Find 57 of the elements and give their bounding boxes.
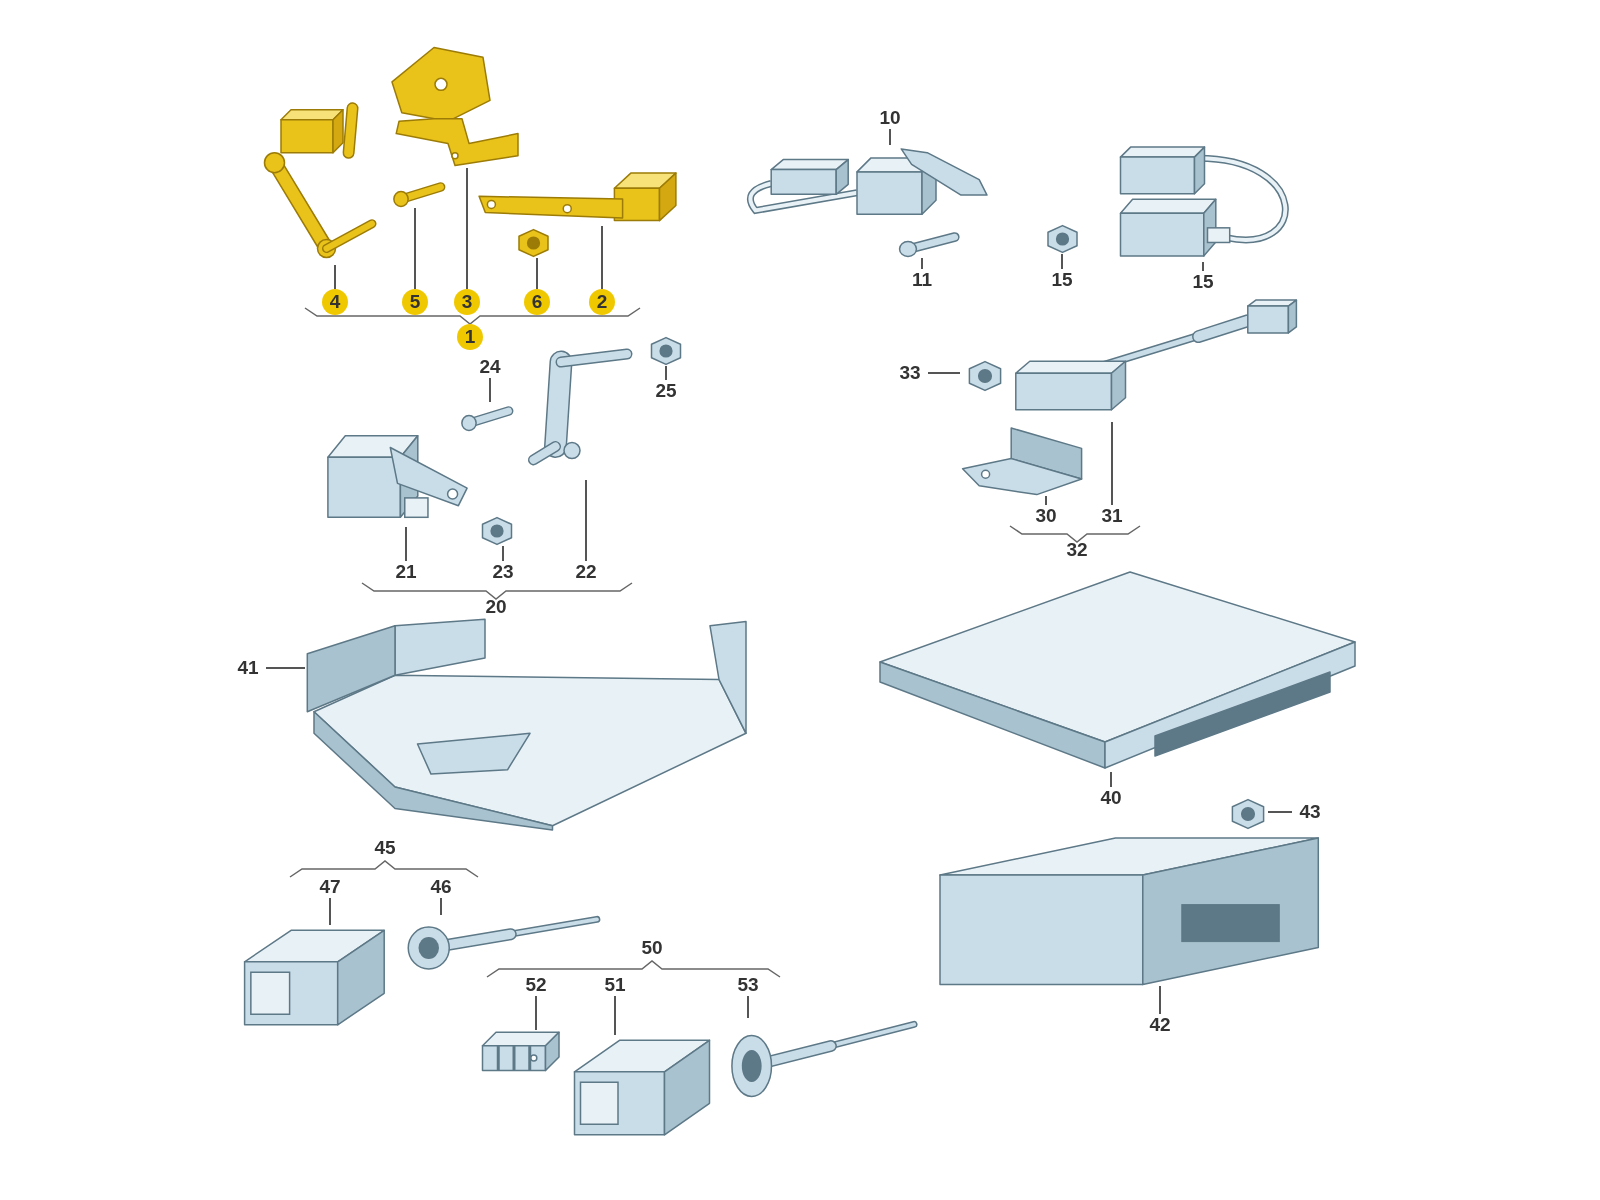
leader-line (921, 257, 923, 270)
leader-line (1045, 495, 1047, 506)
callout-number: 2 (589, 289, 615, 315)
callout-number: 21 (388, 561, 424, 583)
callout-number: 5 (402, 289, 428, 315)
leader-line (1061, 253, 1063, 270)
callout-number: 46 (423, 876, 459, 898)
leader-line (265, 667, 306, 669)
leader-line (889, 128, 891, 146)
callout-number: 22 (568, 561, 604, 583)
callout-number: 40 (1093, 787, 1129, 809)
callout-number: 30 (1028, 505, 1064, 527)
callout-number: 52 (518, 974, 554, 996)
callout-number: 10 (872, 107, 908, 129)
leader-line (1202, 261, 1204, 272)
callout-number: 53 (730, 974, 766, 996)
callout-number: 32 (1065, 539, 1089, 561)
callout-number: 4 (322, 289, 348, 315)
leader-line (502, 545, 504, 562)
leader-line (329, 897, 331, 926)
leader-line (466, 167, 468, 290)
callout-number: 15 (1185, 271, 1221, 293)
leader-line (585, 479, 587, 562)
leader-line (489, 377, 491, 403)
leader-line (614, 995, 616, 1036)
leader-line (665, 365, 667, 381)
callout-number: 43 (1292, 801, 1328, 823)
callout-number: 23 (485, 561, 521, 583)
leader-line (1267, 811, 1293, 813)
callout-number: 45 (373, 837, 397, 859)
leader-line (334, 264, 336, 290)
callout-number: 50 (640, 937, 664, 959)
callout-number: 3 (454, 289, 480, 315)
callout-number: 15 (1044, 269, 1080, 291)
callout-number: 11 (904, 269, 940, 291)
leader-line (440, 897, 442, 916)
callout-number: 6 (524, 289, 550, 315)
callout-number: 31 (1094, 505, 1130, 527)
leader-line (405, 526, 407, 562)
callout-number: 41 (230, 657, 266, 679)
leader-line (536, 257, 538, 290)
callout-number: 47 (312, 876, 348, 898)
callout-number: 1 (457, 324, 483, 350)
callout-number: 33 (892, 362, 928, 384)
callout-number: 20 (484, 596, 508, 618)
leader-line (1110, 771, 1112, 788)
leader-line (601, 225, 603, 290)
leader-line (414, 207, 416, 290)
callout-number: 25 (648, 380, 684, 402)
callout-number: 42 (1142, 1014, 1178, 1036)
leader-line (927, 372, 961, 374)
callout-number: 24 (472, 356, 508, 378)
callout-number: 51 (597, 974, 633, 996)
leader-line (747, 995, 749, 1019)
leader-line (1111, 421, 1113, 506)
leader-line (1159, 985, 1161, 1015)
leader-line (535, 995, 537, 1031)
